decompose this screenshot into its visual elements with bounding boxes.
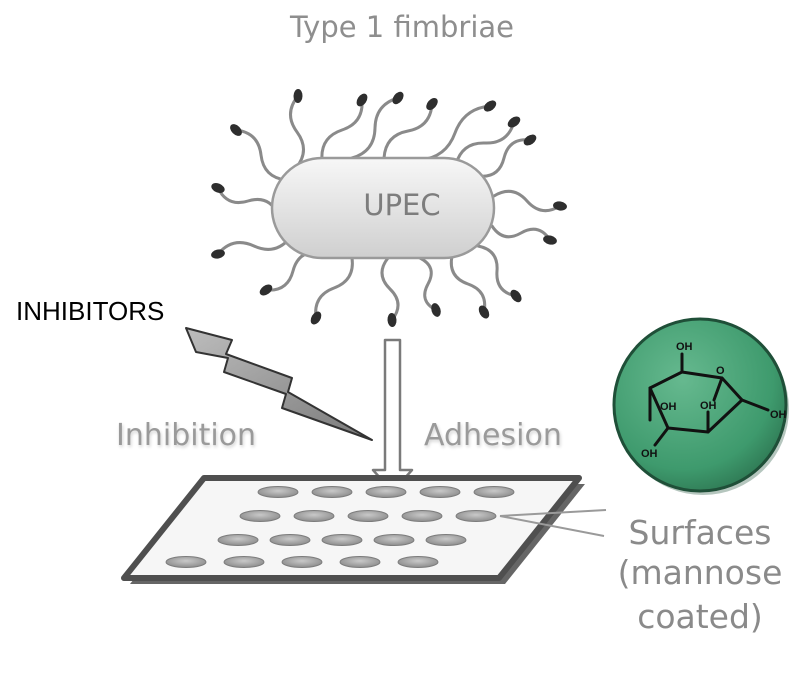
fimbria-tip <box>483 100 497 112</box>
plate-well <box>239 510 281 522</box>
fimbria-tip <box>387 313 397 327</box>
fimbria <box>476 244 518 298</box>
fimbria-tip <box>211 183 225 193</box>
fimbria-tip <box>392 91 404 105</box>
fimbria-tip <box>426 97 438 111</box>
fimbria-tip <box>259 284 273 296</box>
fimbria-tip <box>478 305 490 319</box>
plate-well <box>373 534 415 546</box>
inhibitors-bolt <box>185 327 373 441</box>
fimbria <box>314 256 354 320</box>
fimbria <box>234 128 288 182</box>
fimbria-tip <box>230 124 242 136</box>
upec-label: UPEC <box>363 188 441 222</box>
surface-leader-lines <box>499 509 607 537</box>
upec-bacterium <box>270 156 496 260</box>
inhibition-label: Inhibition <box>116 418 257 453</box>
fimbria <box>476 138 532 178</box>
plate-well <box>223 556 265 568</box>
plate-well <box>321 534 363 546</box>
ring-oxygen-label: O <box>716 365 725 377</box>
fimbriae <box>216 94 562 322</box>
plate-well <box>269 534 311 546</box>
fimbria <box>350 96 400 160</box>
fimbria <box>418 256 438 312</box>
fimbria-tip <box>507 116 521 128</box>
adhesion-label: Adhesion <box>424 418 562 453</box>
fimbria-tips <box>211 89 567 327</box>
oh-label-right: OH <box>770 409 787 421</box>
adhesion-arrow <box>371 338 414 494</box>
oh-label-top: OH <box>676 341 693 353</box>
fimbria <box>382 102 434 160</box>
diagram-title: Type 1 fimbriae <box>289 10 514 44</box>
plate-well <box>281 556 323 568</box>
plate-well <box>311 486 353 498</box>
fimbria-tip <box>510 289 522 303</box>
plate-well <box>455 510 497 522</box>
fimbria <box>380 256 400 322</box>
surfaces-label-line1: Surfaces <box>628 513 772 552</box>
plate-well <box>165 556 207 568</box>
oh-label-bottom: OH <box>641 448 658 460</box>
surfaces-label-line3: coated) <box>637 597 763 636</box>
inhibitors-label: INHIBITORS <box>16 296 165 326</box>
plate-well <box>419 486 461 498</box>
mannose-coated-plate <box>121 475 582 581</box>
fimbria <box>216 236 292 256</box>
fimbria-tip <box>431 303 441 317</box>
fimbria <box>492 189 562 213</box>
plate-well <box>473 486 515 498</box>
fimbria-tip <box>293 89 303 103</box>
fimbria-tip <box>553 201 567 211</box>
fimbria <box>490 224 552 242</box>
fimbria <box>449 254 487 314</box>
plate-well <box>257 486 299 498</box>
plate-well <box>217 534 259 546</box>
fimbria-tip <box>211 249 225 259</box>
fimbria <box>320 98 364 162</box>
oh-label-inner: OH <box>660 401 677 413</box>
mannose-molecule: OH O OH OH OH OH <box>612 317 789 495</box>
surfaces-label-line2: (mannose <box>617 553 783 592</box>
fimbria-tip <box>543 235 557 245</box>
plate-well <box>425 534 467 546</box>
fimbria-tip <box>310 311 322 325</box>
plate-well <box>365 486 407 498</box>
mannose-structure <box>648 352 770 447</box>
fimbria <box>454 120 516 166</box>
plate-wells <box>165 486 515 568</box>
plate-well <box>347 510 389 522</box>
plate-well <box>397 556 439 568</box>
plate-well <box>293 510 335 522</box>
oh-label-mid: OH <box>700 400 717 412</box>
fimbria <box>289 94 305 170</box>
fimbria-tip <box>356 93 368 107</box>
fimbria <box>418 104 492 162</box>
plate-well <box>401 510 443 522</box>
plate-well <box>339 556 381 568</box>
fimbria-tip <box>523 134 537 146</box>
